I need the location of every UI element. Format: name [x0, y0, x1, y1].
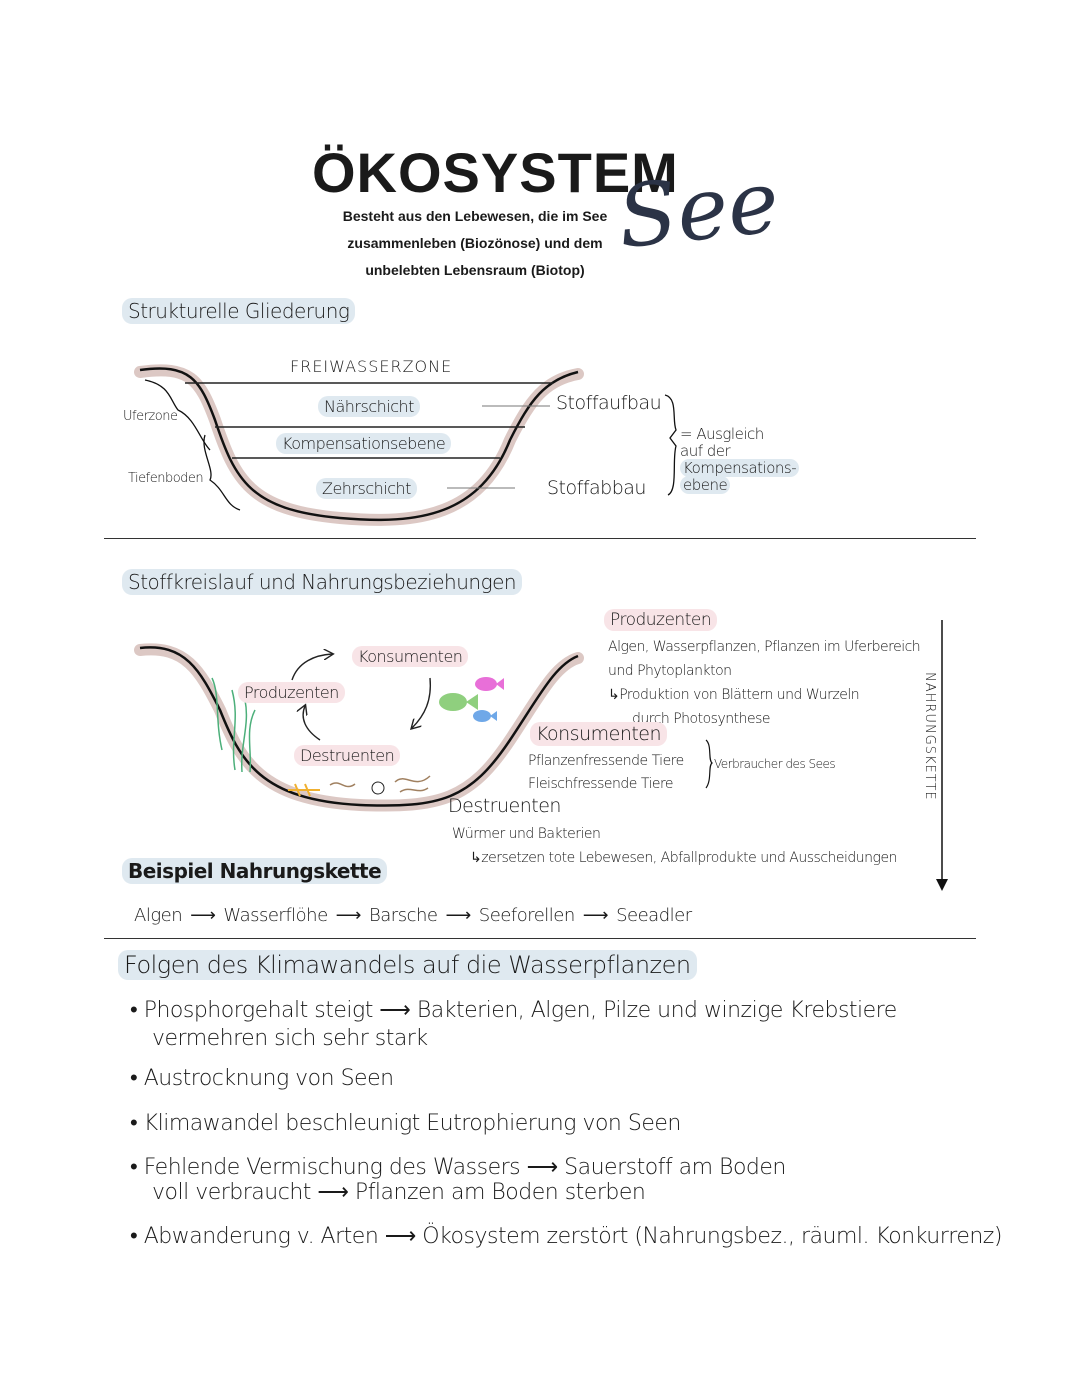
water-plants-icon [211, 677, 256, 773]
text-line: ↳Produktion von Blättern und Wurzeln [608, 687, 860, 703]
ausgleich-line: Kompensations- [680, 459, 800, 477]
chain-heading: Beispiel Nahrungskette [122, 858, 388, 884]
text-line: Fleischfressende Tiere [528, 776, 674, 792]
destruenten-text: Würmer und Bakterien ↳zersetzen tote Leb… [452, 822, 897, 870]
lake-structure-diagram [134, 364, 677, 526]
section-divider [104, 938, 976, 939]
text-line: Würmer und Bakterien [452, 826, 601, 842]
produzenten-text: Algen, Wasserpflanzen, Pflanzen im Uferb… [608, 635, 921, 731]
section-divider [104, 538, 976, 539]
bullet-text: voll verbraucht ⟶ Pflanzen am Boden ster… [152, 1180, 646, 1205]
chain-item: Barsche [368, 905, 438, 926]
kompensationsebene-label: Kompensationsebene [276, 433, 452, 454]
fish-icon [439, 693, 478, 711]
arrow-icon: ⟶ [582, 905, 609, 926]
destruenten-title: Destruenten [448, 795, 561, 817]
bullet-text: Austrocknung von Seen [143, 1066, 394, 1091]
definition-line-1: Besteht aus den Lebewesen, die im See [342, 208, 608, 224]
bullet-text: Klimawandel beschleunigt Eutrophierung v… [143, 1111, 682, 1136]
bullet-text: vermehren sich sehr stark [152, 1026, 428, 1051]
text-line: ↳zersetzen tote Lebewesen, Abfallprodukt… [470, 850, 897, 866]
fish-skeleton-icon [288, 783, 320, 797]
bullet-text: Phosphorgehalt steigt ⟶ Bakterien, Algen… [143, 998, 898, 1023]
chain-item: Seeforellen [478, 905, 576, 926]
climate-heading: Folgen des Klimawandels auf die Wasserpf… [118, 950, 697, 980]
climate-bullet: • Klimawandel beschleunigt Eutrophierung… [130, 1111, 682, 1136]
fish-icon [475, 677, 504, 691]
chain-item: Wasserflöhe [223, 905, 328, 926]
verbraucher-note: Verbraucher des Sees [714, 757, 836, 771]
climate-bullet: • Phosphorgehalt steigt ⟶ Bakterien, Alg… [130, 998, 898, 1051]
climate-bullet: • Austrocknung von Seen [130, 1066, 394, 1091]
climate-bullet: • Fehlende Vermischung des Wassers ⟶ Sau… [130, 1155, 786, 1205]
text-line: Algen, Wasserpflanzen, Pflanzen im Uferb… [608, 639, 921, 655]
ausgleich-line: = Ausgleich [680, 425, 764, 443]
fish-icon [473, 710, 497, 722]
arrow-icon: ⟶ [190, 905, 216, 926]
stoffaufbau-label: Stoffaufbau [556, 392, 662, 414]
diagram-konsumenten-label: Konsumenten [352, 646, 469, 667]
diagram-produzenten-label: Produzenten [238, 682, 345, 703]
chain-item: Seeadler [616, 905, 692, 926]
tiefenboden-label: Tiefenboden [128, 471, 204, 486]
worms-icon [329, 775, 431, 793]
text-line: Pflanzenfressende Tiere [528, 753, 684, 769]
produzenten-block: Produzenten [604, 609, 718, 631]
ausgleich-line: auf der [680, 442, 731, 460]
page-title: ÖKOSYSTEM [312, 141, 679, 204]
lake-food-web-diagram [134, 620, 948, 891]
bullet-text: Fehlende Vermischung des Wassers ⟶ Sauer… [143, 1155, 787, 1180]
freiwasserzone-label: FREIWASSERZONE [290, 357, 453, 376]
uferzone-brace [144, 379, 211, 451]
text-line: und Phytoplankton [608, 663, 732, 679]
chain-item: Algen [134, 905, 183, 926]
arrow-icon [412, 677, 432, 728]
nahrungskette-axis-label: NAHRUNGSKETTE [922, 672, 937, 801]
ausgleich-note: = Ausgleich auf der Kompensations- ebene [680, 425, 800, 494]
stoffabbau-label: Stoffabbau [547, 477, 646, 499]
zehrschicht-label: Zehrschicht [316, 478, 417, 499]
text-line: durch Photosynthese [632, 711, 771, 727]
structure-heading: Strukturelle Gliederung [122, 298, 356, 324]
ausgleich-line: ebene [680, 476, 731, 494]
konsumenten-title: Konsumenten [530, 722, 668, 746]
tiefenboden-brace [203, 434, 241, 511]
arrow-icon: ⟶ [445, 905, 471, 926]
cycle-heading: Stoffkreislauf und Nahrungsbeziehungen [122, 569, 523, 595]
arrow-icon: ⟶ [335, 905, 362, 926]
uferzone-label: Uferzone [123, 409, 178, 424]
crab-icon [371, 781, 385, 795]
food-chain: Algen ⟶ Wasserflöhe ⟶ Barsche ⟶ Seeforellen… [134, 905, 692, 926]
naehrschicht-label: Nährschicht [318, 396, 420, 417]
definition-line-2: zusammenleben (Biozönose) und dem [347, 235, 603, 251]
produzenten-title: Produzenten [604, 609, 718, 631]
definition-line-3: unbelebten Lebensraum (Biotop) [365, 262, 585, 278]
ausgleich-brace [664, 394, 677, 496]
climate-bullet: • Abwanderung v. Arten ⟶ Ökosystem zerst… [130, 1224, 1003, 1249]
konsumenten-text: Pflanzenfressende Tiere Fleischfressende… [528, 750, 684, 796]
konsumenten-block: Konsumenten [530, 722, 668, 746]
arrow-icon [291, 654, 332, 681]
diagram-destruenten-label: Destruenten [294, 745, 401, 766]
arrow-icon [303, 706, 321, 741]
bullet-text: Abwanderung v. Arten ⟶ Ökosystem zerstör… [143, 1224, 1003, 1249]
